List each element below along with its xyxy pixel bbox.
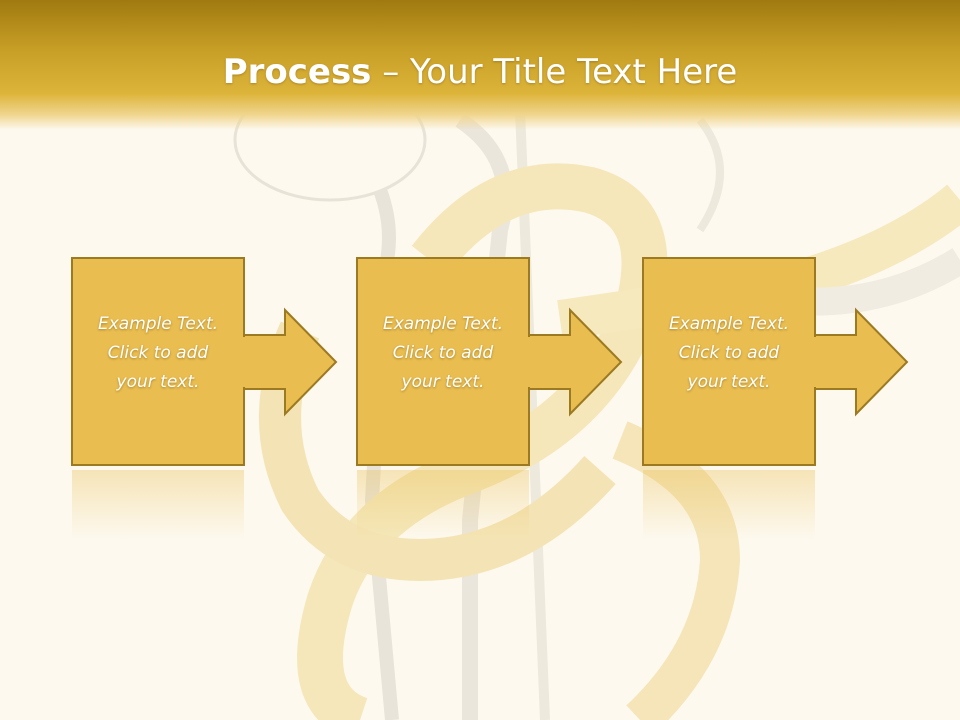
step-2-text[interactable]: Example Text. Click to add your text.: [357, 310, 529, 397]
arrow-right-icon: [243, 307, 338, 417]
step-line: your text.: [687, 372, 771, 392]
step-line: Click to add: [107, 343, 209, 363]
shape-reflections: [72, 470, 815, 540]
title-rest: – Your Title Text Here: [371, 52, 738, 92]
process-step-3[interactable]: [642, 257, 909, 466]
step-line: Click to add: [678, 343, 780, 363]
step-line: your text.: [116, 372, 200, 392]
step-line: Click to add: [392, 343, 494, 363]
step-line: Example Text.: [668, 314, 790, 334]
page-title[interactable]: Process – Your Title Text Here: [0, 52, 960, 92]
arrow-right-icon: [528, 307, 623, 417]
step-1-text[interactable]: Example Text. Click to add your text.: [72, 310, 244, 397]
step-3-text[interactable]: Example Text. Click to add your text.: [643, 310, 815, 397]
step-line: your text.: [401, 372, 485, 392]
process-step-2[interactable]: [356, 257, 623, 466]
process-step-1[interactable]: [71, 257, 338, 466]
arrow-right-icon: [814, 307, 909, 417]
title-bold: Process: [222, 52, 372, 92]
step-line: Example Text.: [382, 314, 504, 334]
title-bar: [0, 0, 960, 130]
step-line: Example Text.: [97, 314, 219, 334]
